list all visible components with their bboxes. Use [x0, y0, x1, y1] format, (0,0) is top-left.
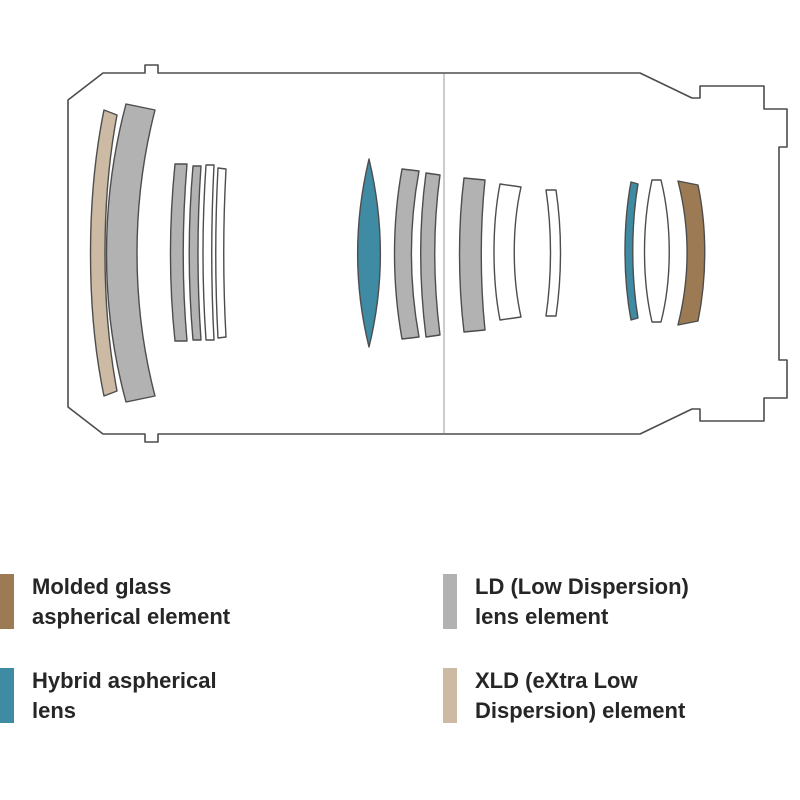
legend-label-hybrid-aspherical: Hybrid aspherical lens — [32, 667, 217, 723]
ld-element-4 — [393, 168, 420, 340]
lens-cross-section-diagram — [67, 64, 788, 443]
legend-item-hybrid-aspherical: Hybrid aspherical lens — [0, 666, 443, 726]
standard-element-5 — [643, 179, 670, 323]
hybrid-aspherical-swatch — [0, 668, 14, 724]
legend-label-ld: LD (Low Dispersion) lens element — [475, 574, 689, 629]
hybrid-aspherical-element-2 — [624, 181, 639, 321]
legend-label-xld: XLD (eXtra Low Dispersion) element — [475, 667, 686, 723]
ld-element-2 — [169, 163, 188, 342]
legend-item-ld: LD (Low Dispersion) lens element — [443, 572, 800, 632]
molded-glass-aspherical-element — [677, 180, 706, 326]
molded-glass-swatch — [0, 574, 14, 630]
ld-element-5 — [420, 172, 441, 338]
ld-element-6 — [458, 177, 486, 333]
standard-element-3 — [493, 183, 522, 321]
ld-element-1 — [105, 103, 156, 403]
legend-item-molded-glass: Molded glass aspherical element — [0, 572, 443, 632]
lens-optical-diagram-svg — [67, 64, 788, 443]
legend-item-xld: XLD (eXtra Low Dispersion) element — [443, 666, 800, 726]
xld-element — [89, 109, 118, 397]
ld-element-3 — [188, 165, 202, 341]
xld-swatch — [443, 668, 457, 724]
standard-element-4 — [545, 189, 562, 317]
standard-element-2 — [215, 167, 227, 339]
hybrid-aspherical-element-1 — [357, 158, 381, 348]
ld-swatch — [443, 574, 457, 630]
legend: Molded glass aspherical element LD (Low … — [0, 572, 800, 726]
legend-label-molded-glass: Molded glass aspherical element — [32, 574, 231, 629]
standard-element-1 — [202, 164, 215, 341]
